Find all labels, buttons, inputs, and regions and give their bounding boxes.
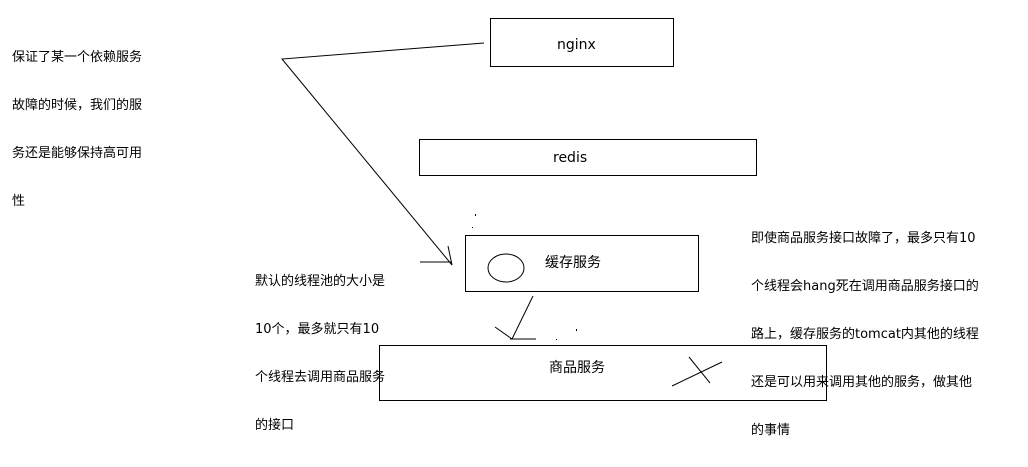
nginx-node: nginx	[490, 18, 674, 67]
failure-isolation-note-line: 路上，缓存服务的tomcat内其他的线程	[751, 327, 979, 342]
thread-pool-note-line: 个线程去调用商品服务	[255, 370, 386, 385]
thread-pool-note: 默认的线程池的大小是 10个，最多就只有10 个线程去调用商品服务 的接口	[255, 246, 385, 462]
cache-to-product-arrow	[511, 295, 534, 340]
stray-dot	[475, 214, 476, 216]
redis-node: redis	[419, 139, 757, 176]
thread-pool-note-line: 10个，最多就只有10	[255, 322, 380, 337]
nginx-label: nginx	[557, 37, 596, 53]
arrowhead-stroke	[494, 326, 513, 340]
arrowhead-stroke	[447, 245, 453, 266]
availability-note-line: 务还是能够保持高可用	[12, 146, 143, 161]
stray-dot	[576, 329, 577, 331]
failure-isolation-note: 即使商品服务接口故障了，最多只有10 个线程会hang死在调用商品服务接口的 路…	[751, 203, 979, 467]
thread-pool-note-line: 的接口	[255, 418, 295, 433]
cache-service-node: 缓存服务	[465, 235, 699, 292]
availability-note: 保证了某一个依赖服务 故障的时候，我们的服 务还是能够保持高可用 性	[12, 22, 142, 238]
failure-isolation-note-line: 即使商品服务接口故障了，最多只有10	[751, 231, 976, 246]
diagram-canvas: 保证了某一个依赖服务 故障的时候，我们的服 务还是能够保持高可用 性 默认的线程…	[12, 18, 979, 438]
product-service-label: 商品服务	[549, 360, 605, 376]
failure-isolation-note-line: 个线程会hang死在调用商品服务接口的	[751, 279, 979, 294]
availability-note-line: 保证了某一个依赖服务	[12, 50, 143, 65]
stray-dot	[556, 339, 557, 340]
cache-service-label: 缓存服务	[545, 255, 601, 271]
stray-dot	[472, 227, 473, 228]
availability-note-line: 性	[12, 194, 26, 209]
redis-label: redis	[553, 150, 588, 166]
product-service-node: 商品服务	[379, 345, 827, 401]
availability-note-line: 故障的时候，我们的服	[12, 98, 143, 113]
thread-pool-note-line: 默认的线程池的大小是	[255, 274, 386, 289]
failure-isolation-note-line: 的事情	[751, 423, 791, 438]
failure-isolation-note-line: 还是可以用来调用其他的服务，做其他	[751, 375, 973, 390]
